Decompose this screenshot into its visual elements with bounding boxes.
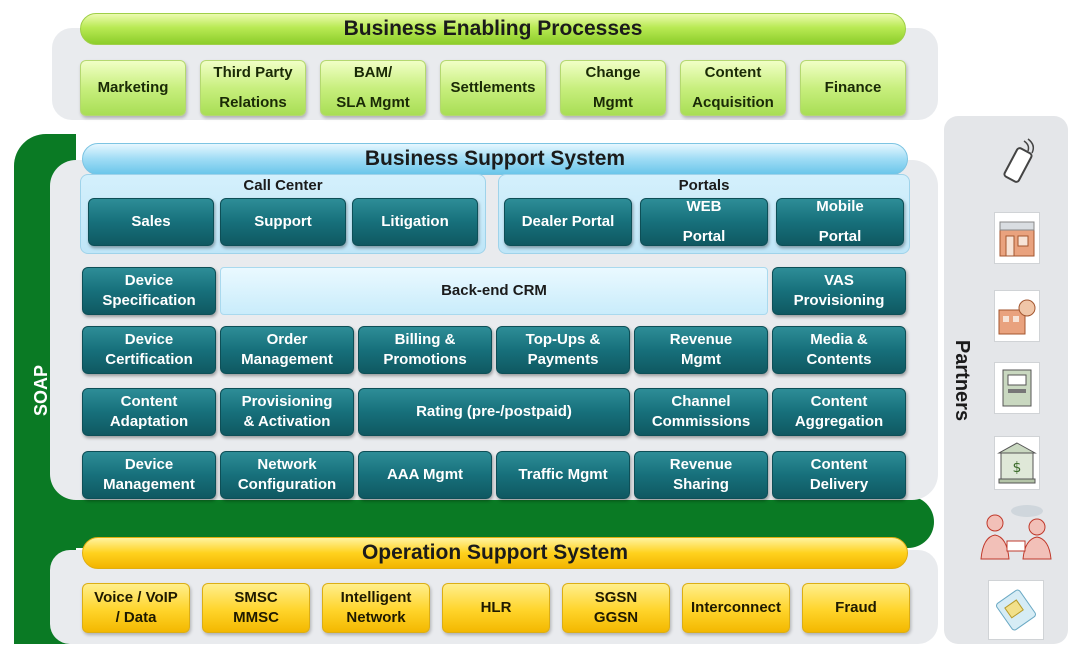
dealer-shop-icon [994,290,1040,342]
oss-interconnect-box: Interconnect [682,583,790,633]
dealer-portal-box: Dealer Portal [504,198,632,246]
backend-crm-box: Back-end CRM [220,267,768,315]
bep-bam-sla-box: BAM/SLA Mgmt [320,60,426,116]
business-enabling-title: Business Enabling Processes [80,13,906,45]
oss-title: Operation Support System [82,537,908,569]
oss-voice-voip-data-box: Voice / VoIP/ Data [82,583,190,633]
atm-icon [994,362,1040,414]
customers-icon [974,500,1060,564]
portals-label: Portals [678,177,730,194]
bep-marketing-box: Marketing [80,60,186,116]
bank-icon: $ [994,436,1040,490]
sales-box: Sales [88,198,214,246]
provisioning-activation-box: Provisioning& Activation [220,388,354,436]
mobile-phone-icon [988,134,1048,192]
sim-card-icon [988,580,1044,640]
oss-fraud-box: Fraud [802,583,910,633]
svg-text:$: $ [1013,460,1022,476]
support-box: Support [220,198,346,246]
bss-title: Business Support System [82,143,908,175]
litigation-box: Litigation [352,198,478,246]
billing-promotions-box: Billing &Promotions [358,326,492,374]
bep-finance-box: Finance [800,60,906,116]
bep-settlements-box: Settlements [440,60,546,116]
media-contents-box: Media &Contents [772,326,906,374]
call-center-label: Call Center [243,177,323,194]
partners-label-wrap: Partners [944,339,980,420]
topups-payments-box: Top-Ups &Payments [496,326,630,374]
traffic-mgmt-box: Traffic Mgmt [496,451,630,499]
retail-store-icon [994,212,1040,264]
oss-hlr-box: HLR [442,583,550,633]
partners-label: Partners [951,339,974,421]
rating-box: Rating (pre-/postpaid) [358,388,630,436]
aaa-mgmt-box: AAA Mgmt [358,451,492,499]
